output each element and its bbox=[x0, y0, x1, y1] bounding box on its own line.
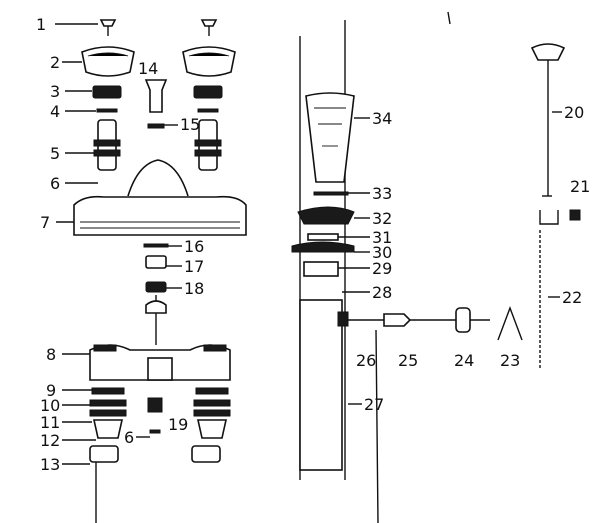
callout-18: 18 bbox=[184, 279, 204, 298]
callout-16: 16 bbox=[184, 237, 204, 256]
coupling-nut bbox=[89, 445, 221, 523]
spray-seal bbox=[291, 241, 355, 253]
hose-assembly bbox=[530, 43, 581, 370]
lift-rod-knob bbox=[530, 43, 566, 61]
callout-23: 23 bbox=[500, 351, 520, 370]
callout-24: 24 bbox=[454, 351, 474, 370]
callout-20: 20 bbox=[564, 103, 584, 122]
valve-body bbox=[89, 344, 231, 381]
callout-34: 34 bbox=[372, 109, 392, 128]
callout-3: 3 bbox=[50, 82, 60, 101]
faucet-assembly bbox=[73, 19, 247, 523]
seat-spring-stack bbox=[89, 387, 231, 439]
callout-33: 33 bbox=[372, 184, 392, 203]
callout-8: 8 bbox=[46, 345, 56, 364]
clevis-screw bbox=[569, 209, 581, 221]
callout-31: 31 bbox=[372, 228, 392, 247]
handle bbox=[81, 46, 236, 77]
callout-30: 30 bbox=[372, 243, 392, 262]
callout-11: 11 bbox=[40, 413, 60, 432]
callout-28: 28 bbox=[372, 283, 392, 302]
faucet-body bbox=[73, 159, 247, 236]
callout-2: 2 bbox=[50, 53, 60, 72]
callout-19: 19 bbox=[168, 415, 188, 434]
spray-head bbox=[305, 92, 355, 183]
handle-screw bbox=[99, 19, 218, 36]
callout-26: 26 bbox=[356, 351, 376, 370]
diverter-coupling bbox=[383, 313, 412, 327]
aerator bbox=[297, 206, 355, 225]
center-stack bbox=[143, 243, 169, 345]
callout-labels: 1 2 3 4 5 6 7 14 15 16 17 18 8 9 10 11 1… bbox=[36, 15, 590, 474]
callout-6b: 6 bbox=[124, 428, 134, 447]
cartridge bbox=[93, 119, 222, 171]
callout-22: 22 bbox=[562, 288, 582, 307]
stem-cap bbox=[144, 79, 168, 129]
diverter-valve bbox=[455, 307, 471, 333]
hose-guide bbox=[299, 299, 343, 471]
callout-4: 4 bbox=[50, 102, 60, 121]
retaining-clip bbox=[497, 306, 523, 341]
o-ring bbox=[313, 191, 349, 196]
lift-rod-strap bbox=[539, 210, 559, 225]
washer bbox=[96, 108, 219, 113]
callout-12: 12 bbox=[40, 431, 60, 450]
spray-washer bbox=[307, 233, 339, 241]
callout-13: 13 bbox=[40, 455, 60, 474]
callout-27: 27 bbox=[364, 395, 384, 414]
spray-fitting bbox=[303, 261, 339, 277]
callout-7: 7 bbox=[40, 213, 50, 232]
callout-6: 6 bbox=[50, 174, 60, 193]
callout-15: 15 bbox=[180, 115, 200, 134]
callout-21: 21 bbox=[570, 177, 590, 196]
spray-assembly bbox=[291, 20, 523, 480]
escutcheon bbox=[92, 85, 223, 99]
callout-25: 25 bbox=[398, 351, 418, 370]
callout-10: 10 bbox=[40, 396, 60, 415]
callout-1: 1 bbox=[36, 15, 46, 34]
callout-17: 17 bbox=[184, 257, 204, 276]
callout-5: 5 bbox=[50, 144, 60, 163]
callout-32: 32 bbox=[372, 209, 392, 228]
leader-lines bbox=[55, 23, 562, 465]
callout-14: 14 bbox=[138, 59, 158, 78]
hose-nipple bbox=[337, 311, 349, 327]
callout-9: 9 bbox=[46, 381, 56, 400]
callout-29: 29 bbox=[372, 259, 392, 278]
